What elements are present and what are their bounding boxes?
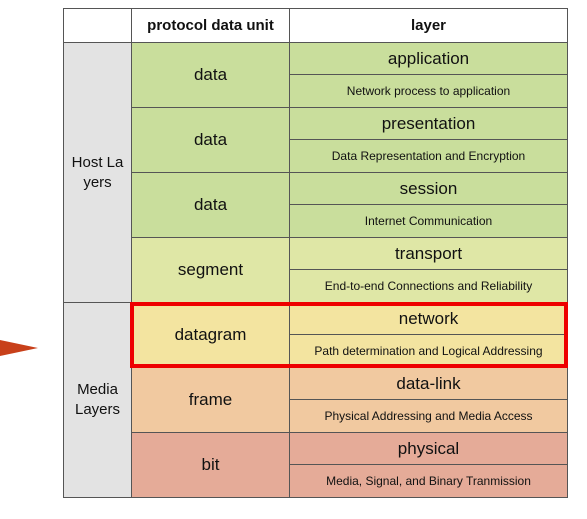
layer-name-network: network: [289, 302, 568, 335]
table-row: End-to-end Connections and Reliability: [64, 269, 568, 303]
pdu-cell: segment: [131, 237, 290, 303]
header-layer: layer: [289, 8, 568, 43]
layer-desc-network: Path determination and Logical Addressin…: [289, 334, 568, 368]
pdu-cell: data: [131, 172, 290, 238]
layer-name-session: session: [289, 172, 568, 205]
table-row: Media, Signal, and Binary Tranmission: [64, 464, 568, 498]
table-row: Network process to application: [64, 74, 568, 108]
pdu-cell: data: [131, 107, 290, 173]
pdu-cell: data: [131, 42, 290, 108]
table-row: segment transport: [64, 237, 568, 303]
table-row: data session: [64, 172, 568, 238]
layer-name-physical: physical: [289, 432, 568, 465]
layer-name-data-link: data-link: [289, 367, 568, 400]
layer-desc-transport: End-to-end Connections and Reliability: [289, 269, 568, 303]
header-pdu: protocol data unit: [131, 8, 290, 43]
pdu-cell: bit: [131, 432, 290, 498]
layer-desc-session: Internet Communication: [289, 204, 568, 238]
pointer-arrow-icon: [0, 340, 38, 356]
osi-model-table: protocol data unit layer Host Layers dat…: [63, 8, 568, 498]
table-row: Media Layers datagram network: [63, 302, 568, 498]
group-host-layers: Host Layers: [63, 42, 132, 303]
table-row: data presentation: [64, 107, 568, 173]
layer-desc-physical: Media, Signal, and Binary Tranmission: [289, 464, 568, 498]
table-row: Physical Addressing and Media Access: [64, 399, 568, 433]
table-row: Path determination and Logical Addressin…: [64, 334, 568, 368]
table-row: bit physical: [64, 432, 568, 498]
table-row: Host Layers data application: [63, 42, 568, 303]
layer-desc-data-link: Physical Addressing and Media Access: [289, 399, 568, 433]
layer-name-application: application: [289, 42, 568, 75]
layer-desc-application: Network process to application: [289, 74, 568, 108]
layer-desc-presentation: Data Representation and Encryption: [289, 139, 568, 173]
pdu-cell: frame: [131, 367, 290, 433]
pdu-cell: datagram: [131, 302, 290, 368]
layer-name-presentation: presentation: [289, 107, 568, 140]
header-corner: [63, 8, 132, 43]
layer-name-transport: transport: [289, 237, 568, 270]
table-header-row: protocol data unit layer: [63, 8, 568, 43]
table-row: frame data-link: [64, 367, 568, 433]
group-media-layers: Media Layers: [63, 302, 132, 498]
table-row: Data Representation and Encryption: [64, 139, 568, 173]
